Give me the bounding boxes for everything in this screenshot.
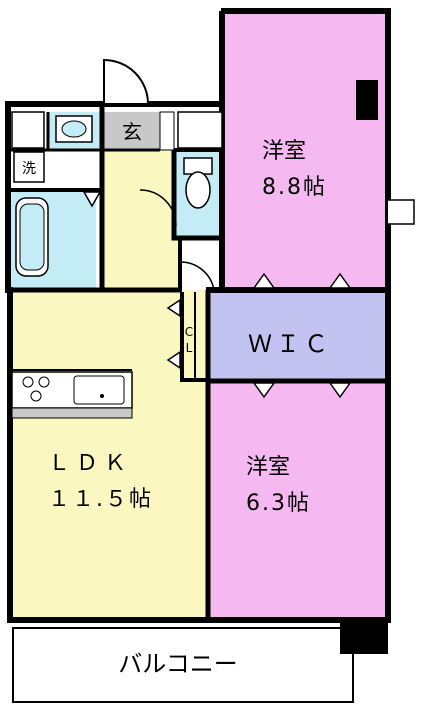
counter-edge	[11, 407, 133, 419]
entrance[interactable]	[104, 112, 160, 150]
storage-box	[11, 111, 45, 149]
closet-label: C	[185, 325, 193, 339]
stove-burner-icon	[22, 376, 34, 388]
western-small-size: 6.3帖	[246, 491, 311, 516]
hallway[interactable]	[104, 150, 180, 290]
balcony-label: バルコニー	[118, 650, 238, 678]
wic-room[interactable]	[210, 292, 385, 380]
entrance-label: 玄	[122, 120, 142, 144]
laundry-space	[13, 151, 45, 183]
western-large-name: 洋室	[262, 139, 306, 164]
western-large-size: 8.8帖	[262, 175, 327, 200]
entrance-door[interactable]	[103, 58, 150, 105]
entrance-step	[159, 111, 175, 151]
balcony-column	[340, 620, 388, 654]
balcony-area[interactable]	[12, 627, 354, 703]
stove-burner-icon	[30, 390, 42, 402]
shoe-cabinet	[177, 111, 223, 149]
kitchen-sink	[73, 375, 125, 405]
ldk-door[interactable]	[179, 261, 215, 291]
ldk-room[interactable]	[10, 290, 210, 618]
stove-burner-icon	[38, 376, 50, 388]
western-room-small[interactable]	[210, 380, 385, 618]
ldk-name: ＬＤＫ	[48, 451, 132, 476]
toilet-bowl	[185, 171, 211, 209]
laundry-label: 洗	[22, 161, 36, 177]
room-door-right[interactable]	[388, 199, 415, 225]
ldk-size: １１.５帖	[48, 487, 153, 512]
western-small-name: 洋室	[246, 455, 290, 480]
toilet-door[interactable]	[139, 189, 177, 227]
wic-label: ＷＩＣ	[248, 330, 332, 358]
sliding-door-markers	[82, 191, 352, 399]
western-room-large[interactable]	[223, 13, 385, 288]
structural-column	[356, 80, 378, 120]
closet-label-2: L	[186, 341, 193, 355]
